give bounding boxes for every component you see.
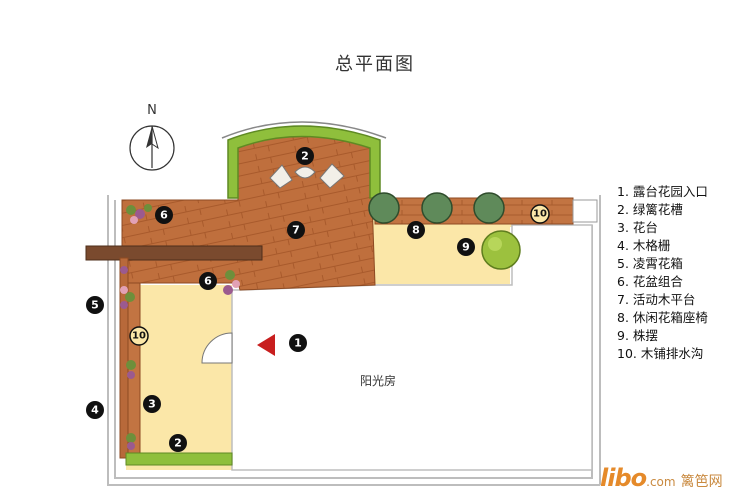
watermark-logo: libo.com 篱笆网 (600, 464, 723, 492)
watermark-brand: libo (600, 464, 647, 492)
marker-7: 7 (287, 221, 305, 239)
flower-cluster-middle (223, 270, 240, 295)
bottom-hedge (125, 452, 233, 466)
marker-1: 1 (289, 334, 307, 352)
marker-6-middle: 6 (199, 272, 217, 290)
legend-item: 3. 花台 (617, 220, 658, 235)
entrance-arrow (257, 334, 275, 356)
marker-6-top: 6 (155, 206, 173, 224)
svg-text:2: 2 (301, 150, 309, 163)
north-compass: N (129, 103, 175, 171)
watermark-domain: .com (646, 475, 676, 489)
page-title: 总平面图 (335, 54, 415, 75)
legend-item: 7. 活动木平台 (617, 292, 696, 307)
marker-2-bottom: 2 (169, 434, 187, 452)
flower-cluster-top-left (126, 204, 152, 224)
marker-9: 9 (457, 238, 475, 256)
door-swing (201, 332, 233, 364)
svg-text:5: 5 (91, 299, 99, 312)
legend: 1. 露台花园入口 2. 绿篱花槽 3. 花台 4. 木格栅 5. 凌霄花箱 6… (617, 183, 708, 363)
lounge-chairs (269, 163, 345, 189)
marker-10-left: 10 (129, 326, 149, 346)
left-wood-lattice (119, 257, 129, 459)
flower-cluster-left-column (120, 266, 136, 450)
legend-item: 6. 花盆组合 (617, 274, 683, 289)
svg-text:1: 1 (294, 337, 302, 350)
marker-2-top: 2 (296, 147, 314, 165)
legend-item: 1. 露台花园入口 (617, 184, 708, 199)
svg-text:8: 8 (412, 224, 420, 237)
legend-item: 9. 株摆 (617, 328, 658, 343)
svg-text:9: 9 (462, 241, 470, 254)
top-hedge-planter (227, 125, 381, 199)
svg-text:6: 6 (204, 275, 212, 288)
svg-text:4: 4 (91, 404, 99, 417)
marker-8: 8 (407, 221, 425, 239)
legend-item: 2. 绿篱花槽 (617, 202, 683, 217)
north-label: N (147, 103, 157, 118)
legend-item: 5. 凌霄花箱 (617, 256, 683, 271)
marker-4: 4 (86, 401, 104, 419)
legend-item: 4. 木格栅 (617, 238, 671, 253)
shrub-balls (368, 192, 505, 224)
legend-item: 8. 休闲花箱座椅 (617, 310, 708, 325)
watermark-cn: 篱笆网 (680, 474, 723, 490)
marker-10-right: 10 (530, 204, 550, 224)
sunroom-label: 阳光房 (360, 373, 396, 388)
svg-text:7: 7 (292, 224, 300, 237)
svg-text:6: 6 (160, 209, 168, 222)
marker-3: 3 (143, 395, 161, 413)
potted-tree (481, 230, 521, 270)
svg-text:3: 3 (148, 398, 156, 411)
svg-text:10: 10 (132, 331, 146, 342)
wood-pergola (85, 245, 263, 261)
top-arch-wall (221, 121, 387, 139)
marker-5: 5 (86, 296, 104, 314)
svg-text:10: 10 (533, 209, 547, 220)
drain-box (572, 199, 598, 223)
legend-item: 10. 木铺排水沟 (617, 346, 704, 361)
svg-text:2: 2 (174, 437, 182, 450)
